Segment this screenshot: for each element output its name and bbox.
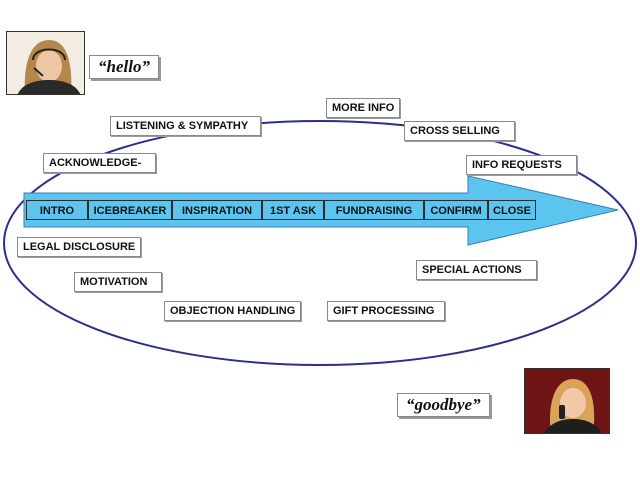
- label-legal-disclosure: LEGAL DISCLOSURE: [17, 237, 142, 257]
- label-listening-sympathy: LISTENING & SYMPATHY: [110, 116, 262, 136]
- stage-fundraising: FUNDRAISING: [324, 200, 424, 220]
- stage-icebreaker: ICEBREAKER: [88, 200, 172, 220]
- phone-person-icon: [525, 369, 609, 433]
- label-cross-selling: CROSS SELLING: [404, 121, 515, 141]
- label-acknowledge: ACKNOWLEDGE-: [43, 153, 157, 173]
- stage-confirm: CONFIRM: [424, 200, 488, 220]
- label-motivation: MOTIVATION: [74, 272, 163, 292]
- label-objection-handling: OBJECTION HANDLING: [164, 301, 302, 321]
- scope-ellipse: [3, 120, 637, 366]
- stage-1st-ask: 1ST ASK: [262, 200, 324, 220]
- stage-inspiration: INSPIRATION: [172, 200, 262, 220]
- caller-photo-end: [524, 368, 610, 434]
- stage-intro: INTRO: [26, 200, 88, 220]
- label-more-info: MORE INFO: [326, 98, 401, 118]
- headset-person-icon: [7, 32, 84, 94]
- goodbye-quote: “goodbye”: [397, 393, 490, 417]
- hello-quote: “hello”: [89, 55, 159, 79]
- label-gift-processing: GIFT PROCESSING: [327, 301, 446, 321]
- label-special-actions: SPECIAL ACTIONS: [416, 260, 537, 280]
- stage-close: CLOSE: [488, 200, 536, 220]
- caller-photo-start: [6, 31, 85, 95]
- label-info-requests: INFO REQUESTS: [466, 155, 577, 175]
